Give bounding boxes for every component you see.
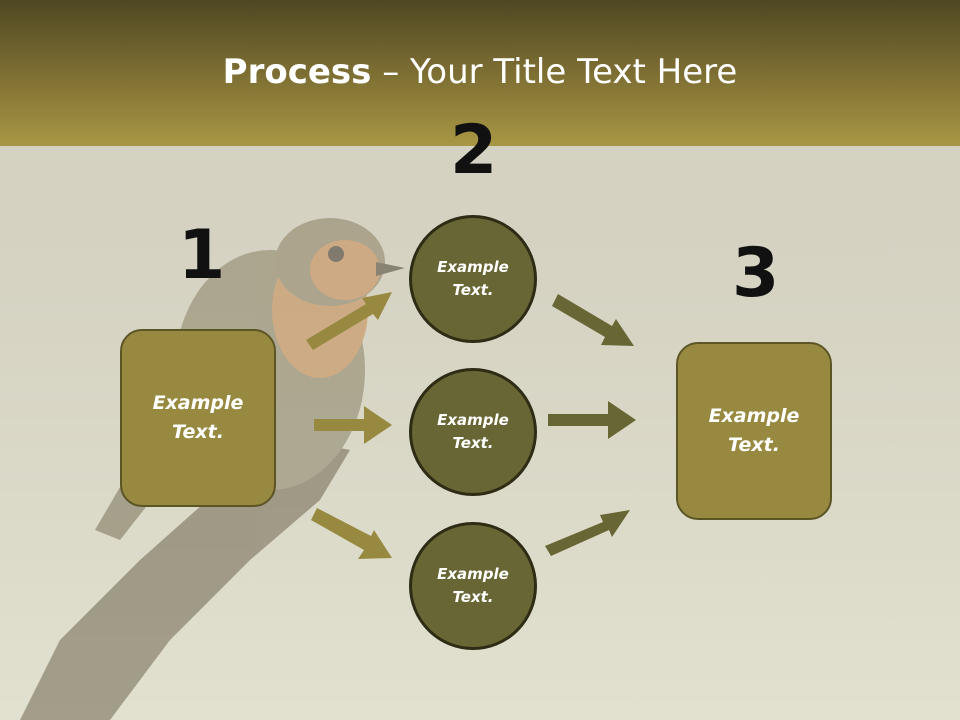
title-bar: [0, 0, 960, 146]
step-number-3: 3: [732, 234, 780, 313]
title-dash: –: [371, 52, 411, 92]
left-box-line2: Text.: [172, 421, 224, 443]
title-bold: Process: [222, 52, 372, 92]
right-box[interactable]: Example Text.: [676, 342, 832, 520]
left-box[interactable]: Example Text.: [120, 329, 276, 507]
circle-top-line1: Example: [437, 258, 509, 276]
title-rest: Your Title Text Here: [410, 52, 738, 92]
circle-bottom-line1: Example: [437, 565, 509, 583]
circle-middle-line1: Example: [437, 411, 509, 429]
circle-bottom-line2: Text.: [452, 588, 494, 606]
step-number-1: 1: [178, 216, 226, 295]
right-box-line1: Example: [708, 405, 800, 427]
circle-bottom[interactable]: Example Text.: [409, 522, 537, 650]
right-box-line2: Text.: [728, 434, 780, 456]
circle-middle[interactable]: Example Text.: [409, 368, 537, 496]
circle-top[interactable]: Example Text.: [409, 215, 537, 343]
circle-top-line2: Text.: [452, 281, 494, 299]
slide-title: Process – Your Title Text Here: [0, 52, 960, 92]
circle-middle-line2: Text.: [452, 434, 494, 452]
left-box-line1: Example: [152, 392, 244, 414]
step-number-2: 2: [450, 111, 498, 190]
